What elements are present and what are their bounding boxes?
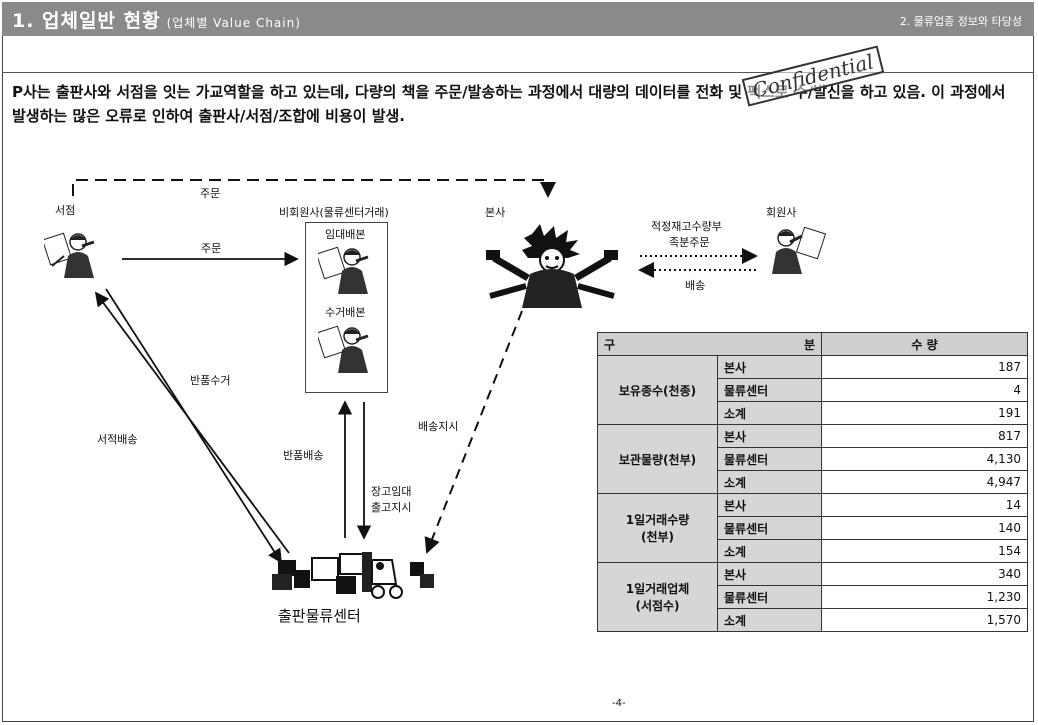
table-header-cat-text: 구	[604, 337, 616, 352]
shipping-order-label: 배송지시	[418, 420, 459, 433]
order-mid-label: 주문	[201, 242, 222, 255]
value-cell: 14	[821, 493, 1028, 517]
slide-title-text: 1. 업체일반 현황	[12, 10, 161, 32]
bookstore-figure-icon	[44, 226, 106, 280]
sub-cell: 소계	[717, 608, 822, 632]
group-name-cell: 보유종수(천종)	[597, 355, 718, 425]
table-row: 1일거래업체 (서점수) 본사 340	[597, 562, 1028, 632]
table-row: 보유종수(천종) 본사 187	[597, 355, 1028, 425]
rental-label: 임대배본	[325, 228, 366, 241]
member-link-line2: 족분주문	[669, 236, 710, 249]
value-cell: 4,947	[821, 470, 1028, 494]
sub-cell: 본사	[717, 562, 822, 586]
book-delivery-label: 서적배송	[97, 433, 138, 446]
quantity-table: 구 분 수 량 보유종수(천종) 본사 187 물류센터 4 소계 191 보관…	[597, 332, 1028, 632]
table-row: 물류센터 4	[598, 378, 1028, 402]
hq-figure-icon	[482, 224, 622, 310]
section-label: 2. 물류업종 정보와 타당성	[899, 15, 1022, 28]
slide-title: 1. 업체일반 현황 (업체별 Value Chain)	[12, 6, 301, 33]
page-number: -4-	[612, 698, 626, 709]
group-name-cell: 1일거래업체 (서점수)	[597, 562, 718, 632]
table-header-quantity: 수 량	[821, 332, 1028, 356]
table-row: 보관물량(천부) 본사 817	[597, 424, 1028, 494]
order-top-arrow	[72, 179, 556, 198]
sub-cell: 본사	[717, 493, 822, 517]
value-cell: 1,570	[821, 608, 1028, 632]
value-cell: 817	[821, 424, 1028, 448]
table-row: 소계 1,570	[598, 608, 1028, 632]
member-link-line1: 적정재고수량부	[651, 220, 722, 233]
sub-cell: 소계	[717, 470, 822, 494]
table-header-div-text: 분	[803, 337, 815, 352]
group-name-cell: 1일거래수량 (천부)	[597, 493, 718, 563]
collect-figure-icon	[318, 321, 380, 375]
sub-cell: 물류센터	[717, 447, 822, 471]
value-cell: 187	[821, 355, 1028, 379]
value-cell: 154	[821, 539, 1028, 563]
member-figure-icon	[764, 222, 826, 276]
order-top-label: 주문	[200, 187, 221, 200]
table-header-row: 구 분 수 량	[597, 332, 1028, 356]
intro-divider	[2, 72, 1034, 152]
value-cell: 4,130	[821, 447, 1028, 471]
group-name-cell: 보관물량(천부)	[597, 424, 718, 494]
hq-label: 본사	[485, 206, 506, 219]
value-cell: 340	[821, 562, 1028, 586]
sub-cell: 본사	[717, 424, 822, 448]
sub-cell: 소계	[717, 539, 822, 563]
partner-box-title: 비회원사(물류센터거래)	[279, 206, 389, 219]
logistics-center-figure-icon	[270, 540, 440, 602]
rental-figure-icon	[318, 242, 380, 296]
logistics-center-label: 출판물류센터	[278, 607, 361, 625]
value-cell: 191	[821, 401, 1028, 425]
value-cell: 1,230	[821, 585, 1028, 609]
sub-cell: 물류센터	[717, 585, 822, 609]
partner-box	[305, 222, 388, 393]
delivery-label: 배송	[685, 279, 706, 292]
table-row: 물류센터 1,230	[598, 585, 1028, 609]
value-cell: 4	[821, 378, 1028, 402]
table-header-category: 구 분	[597, 332, 822, 356]
book-delivery-arrow	[105, 288, 282, 564]
sub-cell: 물류센터	[717, 516, 822, 540]
member-label: 회원사	[766, 206, 797, 219]
header-bar: 1. 업체일반 현황 (업체별 Value Chain) 2. 물류업종 정보와 …	[2, 2, 1034, 36]
table-row: 물류센터 140	[598, 516, 1028, 540]
return-collect-label: 반품수거	[190, 374, 231, 387]
slide-subtitle: (업체별 Value Chain)	[166, 16, 301, 30]
warehouse-order-line1: 장고임대	[371, 485, 412, 498]
table-row: 1일거래수량 (천부) 본사 14	[597, 493, 1028, 563]
value-cell: 140	[821, 516, 1028, 540]
return-delivery-label: 반품배송	[283, 449, 324, 462]
shipping-order-arrow	[424, 310, 523, 554]
collect-label: 수거배본	[325, 306, 366, 319]
sub-cell: 소계	[717, 401, 822, 425]
sub-cell: 물류센터	[717, 378, 822, 402]
warehouse-order-line2: 출고지시	[371, 501, 412, 514]
sub-cell: 본사	[717, 355, 822, 379]
table-row: 소계 154	[598, 539, 1028, 563]
table-row: 물류센터 4,130	[598, 447, 1028, 471]
bookstore-label: 서점	[55, 204, 76, 217]
